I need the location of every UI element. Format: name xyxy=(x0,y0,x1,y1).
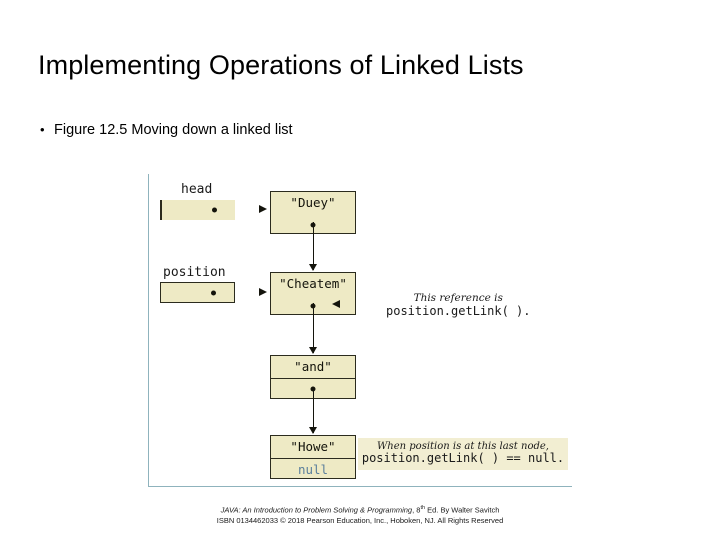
bullet-item: • Figure 12.5 Moving down a linked list xyxy=(40,122,293,138)
node-link-3: null xyxy=(271,458,355,479)
annotation-lastnode-line2: position.getLink( ) == null. xyxy=(361,451,565,466)
arrowhead-position-to-cheatem-icon xyxy=(259,288,267,296)
reference-dot-icon xyxy=(211,290,216,295)
annotation-getlink: This reference is position.getLink( ). xyxy=(386,292,531,318)
bullet-item-label: Figure 12.5 Moving down a linked list xyxy=(54,122,293,138)
node-link-null-value: null xyxy=(297,462,329,477)
variable-box-position xyxy=(160,282,235,303)
footer-book-title: JAVA: An Introduction to Problem Solving… xyxy=(220,505,413,515)
bullet-marker-icon: • xyxy=(40,122,45,137)
figure-frame xyxy=(148,174,572,487)
variable-label-head: head xyxy=(181,182,213,197)
variable-box-head xyxy=(160,200,235,220)
arrowhead-down-icon xyxy=(308,264,317,271)
node-data-2: "and" xyxy=(294,359,332,374)
footer-line-1: JAVA: An Introduction to Problem Solving… xyxy=(0,505,720,516)
arrowhead-getlink-callout-icon xyxy=(332,300,340,308)
footer-edition-suffix: th xyxy=(420,505,426,511)
footer-line-2: ISBN 0134462033 © 2018 Pearson Education… xyxy=(216,515,504,525)
footer: JAVA: An Introduction to Problem Solving… xyxy=(0,505,720,526)
annotation-lastnode: When position is at this last node, posi… xyxy=(358,438,568,470)
list-node-0: "Duey" xyxy=(270,191,356,234)
annotation-lastnode-line1: When position is at this last node, xyxy=(377,441,549,452)
node-data-1: "Cheatem" xyxy=(279,276,347,291)
footer-author: Ed. By Walter Savitch xyxy=(425,505,500,515)
arrowhead-down-icon xyxy=(308,347,317,354)
page-title: Implementing Operations of Linked Lists xyxy=(38,50,524,80)
node-data-3: "Howe" xyxy=(290,439,336,454)
reference-dot-icon xyxy=(212,207,217,213)
annotation-getlink-line2: position.getLink( ). xyxy=(386,303,531,318)
connector-0-to-1 xyxy=(312,222,314,270)
list-node-3: "Howe" null xyxy=(270,435,356,479)
variable-label-position: position xyxy=(163,265,226,280)
connector-1-to-2 xyxy=(312,303,314,353)
footer-edition-prefix: , 8 xyxy=(412,505,421,515)
arrowhead-head-to-duey-icon xyxy=(259,205,267,213)
arrowhead-down-icon xyxy=(308,427,317,434)
connector-2-to-3 xyxy=(312,387,314,433)
annotation-getlink-line1: This reference is xyxy=(413,292,503,304)
node-data-0: "Duey" xyxy=(290,195,336,210)
